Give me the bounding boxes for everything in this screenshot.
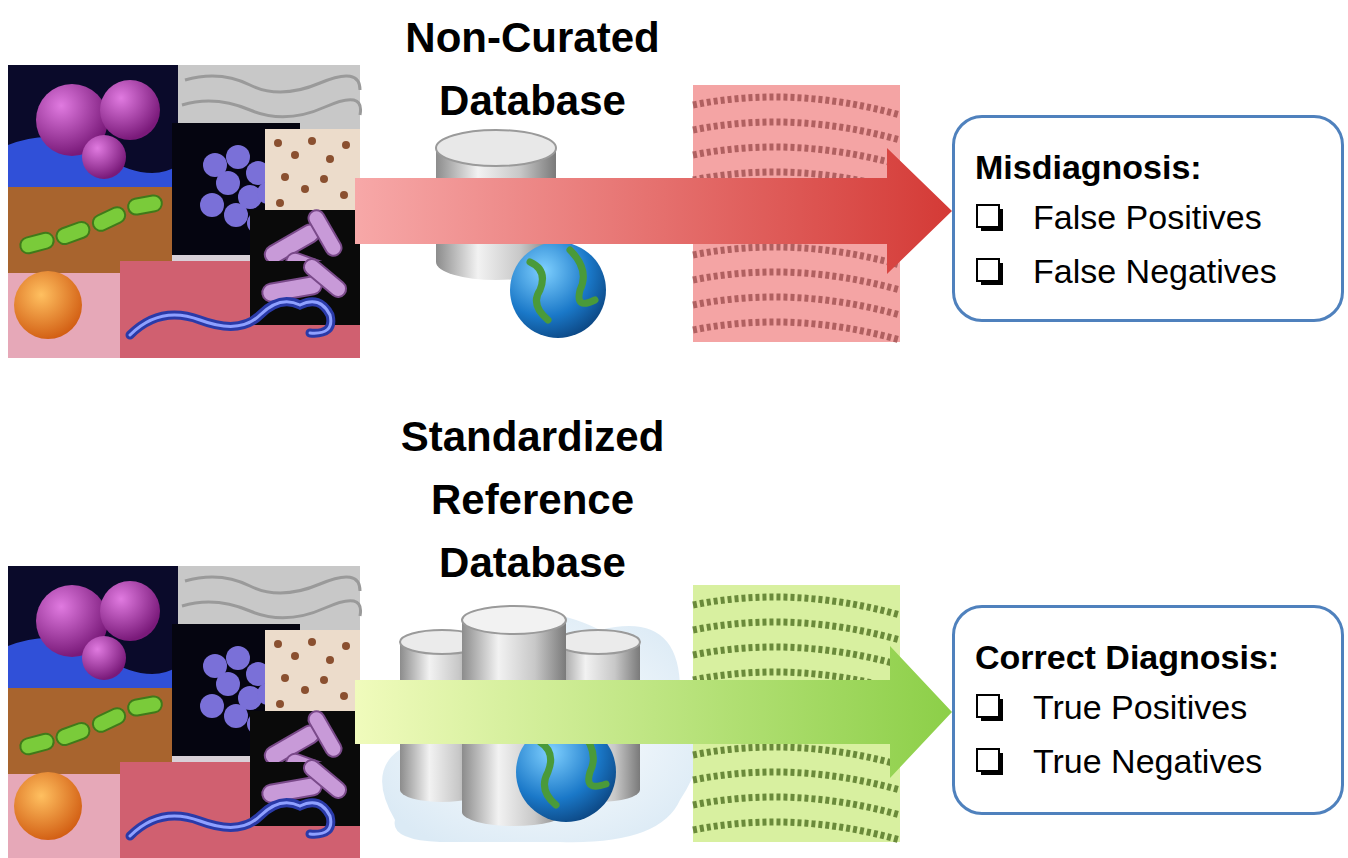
result-heading: Misdiagnosis:: [975, 144, 1327, 190]
checklist-item: False Positives: [975, 190, 1327, 244]
checklist-row: False Positives: [975, 190, 1327, 244]
checklist-item: True Positives: [975, 680, 1327, 734]
database-title: Standardized Reference Database: [373, 405, 693, 594]
result-box: Correct Diagnosis:True PositivesTrue Neg…: [952, 605, 1344, 815]
checkbox-symbol: [975, 203, 1005, 233]
flow-arrow: [355, 646, 952, 778]
result-heading: Correct Diagnosis:: [975, 634, 1327, 680]
checklist-item: True Negatives: [975, 734, 1327, 788]
checkbox-symbol: [975, 747, 1005, 777]
result-box: Misdiagnosis:False PositivesFalse Negati…: [952, 115, 1344, 322]
database-title: Non-Curated Database: [373, 6, 693, 132]
checkbox-symbol: [975, 257, 1005, 287]
flow-arrow: [355, 148, 952, 274]
checklist-item: False Negatives: [975, 244, 1327, 298]
checklist-row: True Positives: [975, 680, 1327, 734]
checklist-row: False Negatives: [975, 244, 1327, 298]
database-node: Non-Curated Database: [355, 6, 710, 356]
database-node: Standardized Reference Database: [355, 405, 710, 845]
checkbox-symbol: [975, 693, 1005, 723]
checklist-row: True Negatives: [975, 734, 1327, 788]
